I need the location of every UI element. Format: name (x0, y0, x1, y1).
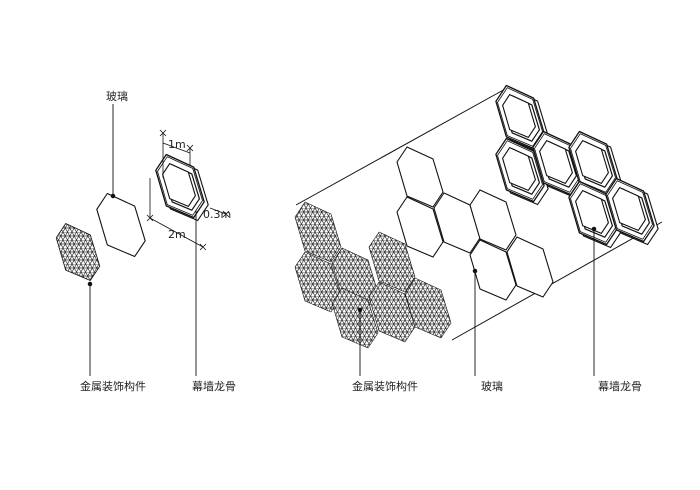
frame-hexagon (568, 180, 622, 249)
label-frame-left: 幕墙龙骨 (192, 379, 236, 393)
frame-hexagon (495, 137, 549, 206)
glass-hexagon (396, 196, 444, 258)
label-glass-right: 玻璃 (481, 379, 503, 393)
metal-lattice-hexagon (331, 287, 379, 349)
leader-lines-right (357, 226, 597, 376)
glass-hexagon (506, 236, 554, 298)
dimension-label-1m: 1m (168, 138, 186, 151)
right-frame-modules (495, 84, 659, 249)
left-exploded-group: 1m 0.3m 2m 玻璃 金属装饰构件 幕墙龙骨 (55, 89, 236, 393)
glass-hexagon (469, 189, 517, 251)
metal-lattice-hexagon (55, 223, 101, 281)
leader-lines-left (87, 104, 197, 376)
frame-hexagon (568, 130, 622, 199)
label-metal-right: 金属装饰构件 (352, 379, 418, 393)
frame-inner-face (575, 140, 609, 184)
frame-inner-face (502, 94, 536, 138)
left-metal-decorative-panel (55, 223, 101, 281)
right-assembly-group: 金属装饰构件 玻璃 幕墙龙骨 (294, 84, 663, 393)
frame-outer-inner-line (157, 156, 203, 216)
frame-hexagon (605, 177, 659, 246)
frame-inner-face (575, 190, 609, 234)
glass-hexagon (396, 146, 444, 208)
frame-outer-inner-line (497, 140, 543, 200)
metal-lattice-hexagon (294, 251, 342, 313)
right-metal-decorative-panels (294, 201, 452, 349)
glass-hexagon (469, 239, 517, 301)
left-glass-panel (96, 192, 146, 258)
metal-lattice-hexagon (404, 277, 452, 339)
left-frame-module (155, 153, 209, 222)
frame-inner-face (539, 140, 573, 184)
label-frame-right: 幕墙龙骨 (598, 379, 642, 393)
frame-hexagon (155, 153, 209, 222)
glass-hexagon (96, 192, 146, 258)
frame-outer-inner-line (570, 133, 616, 193)
dimension-lines (146, 129, 230, 251)
dimension-label-0.3m: 0.3m (203, 208, 231, 221)
projection-lines (295, 87, 663, 341)
metal-lattice-hexagon (294, 201, 342, 263)
label-metal-left: 金属装饰构件 (80, 379, 146, 393)
frame-outer-inner-line (497, 87, 543, 147)
frame-inner-face (502, 147, 536, 191)
dimension-label-2m: 2m (168, 228, 186, 241)
metal-lattice-hexagon (368, 231, 416, 293)
right-glass-panels (396, 146, 554, 301)
frame-outer-inner-line (607, 180, 653, 240)
label-glass-left: 玻璃 (106, 89, 128, 103)
frame-hexagon (495, 84, 549, 153)
frame-inner-face (612, 187, 646, 231)
